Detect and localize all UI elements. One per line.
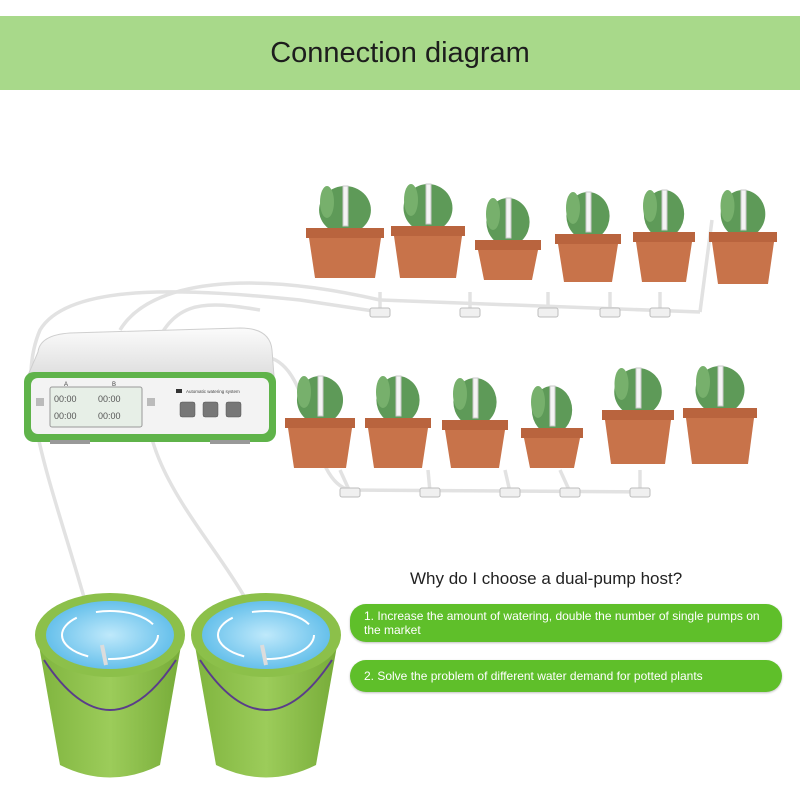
- tap-a-icon: [36, 398, 44, 406]
- potted-cactus: [683, 365, 757, 464]
- potted-cactus: [391, 183, 465, 278]
- lcd-display: [49, 386, 143, 428]
- device-button-2: [202, 401, 219, 418]
- potted-cactus: [633, 189, 695, 282]
- reason-2-pill: 2. Solve the problem of different water …: [350, 660, 782, 692]
- plant-pots: [285, 183, 777, 468]
- potted-cactus: [442, 377, 508, 468]
- potted-cactus: [555, 191, 621, 282]
- display-b-bottom: 00:00: [98, 411, 121, 421]
- watering-device: A B 00:00 00:00 00:00 00:00 Automatic wa…: [24, 327, 276, 444]
- dual-pump-question: Why do I choose a dual-pump host?: [410, 569, 683, 588]
- potted-cactus: [365, 375, 431, 468]
- device-name: Automatic watering system: [186, 389, 240, 394]
- header-banner: Connection diagram: [0, 16, 800, 90]
- channel-a-label: A: [64, 382, 68, 388]
- indicator-light: [176, 389, 182, 393]
- tube-connectors: [339, 307, 671, 498]
- channel-b-label: B: [112, 382, 116, 388]
- display-b-top: 00:00: [98, 394, 121, 404]
- bucket-b: [191, 593, 341, 778]
- potted-cactus: [475, 197, 541, 280]
- bucket-a: [35, 593, 185, 778]
- potted-cactus: [521, 385, 583, 468]
- device-button-1: [179, 401, 196, 418]
- potted-cactus: [285, 375, 355, 468]
- reason-1-pill: 1. Increase the amount of watering, doub…: [350, 604, 782, 642]
- display-a-top: 00:00: [54, 394, 77, 404]
- potted-cactus: [709, 189, 777, 284]
- potted-cactus: [602, 367, 674, 464]
- page-title: Connection diagram: [270, 36, 530, 69]
- tap-b-icon: [147, 398, 155, 406]
- potted-cactus: [306, 185, 384, 278]
- display-a-bottom: 00:00: [54, 411, 77, 421]
- device-button-3: [225, 401, 242, 418]
